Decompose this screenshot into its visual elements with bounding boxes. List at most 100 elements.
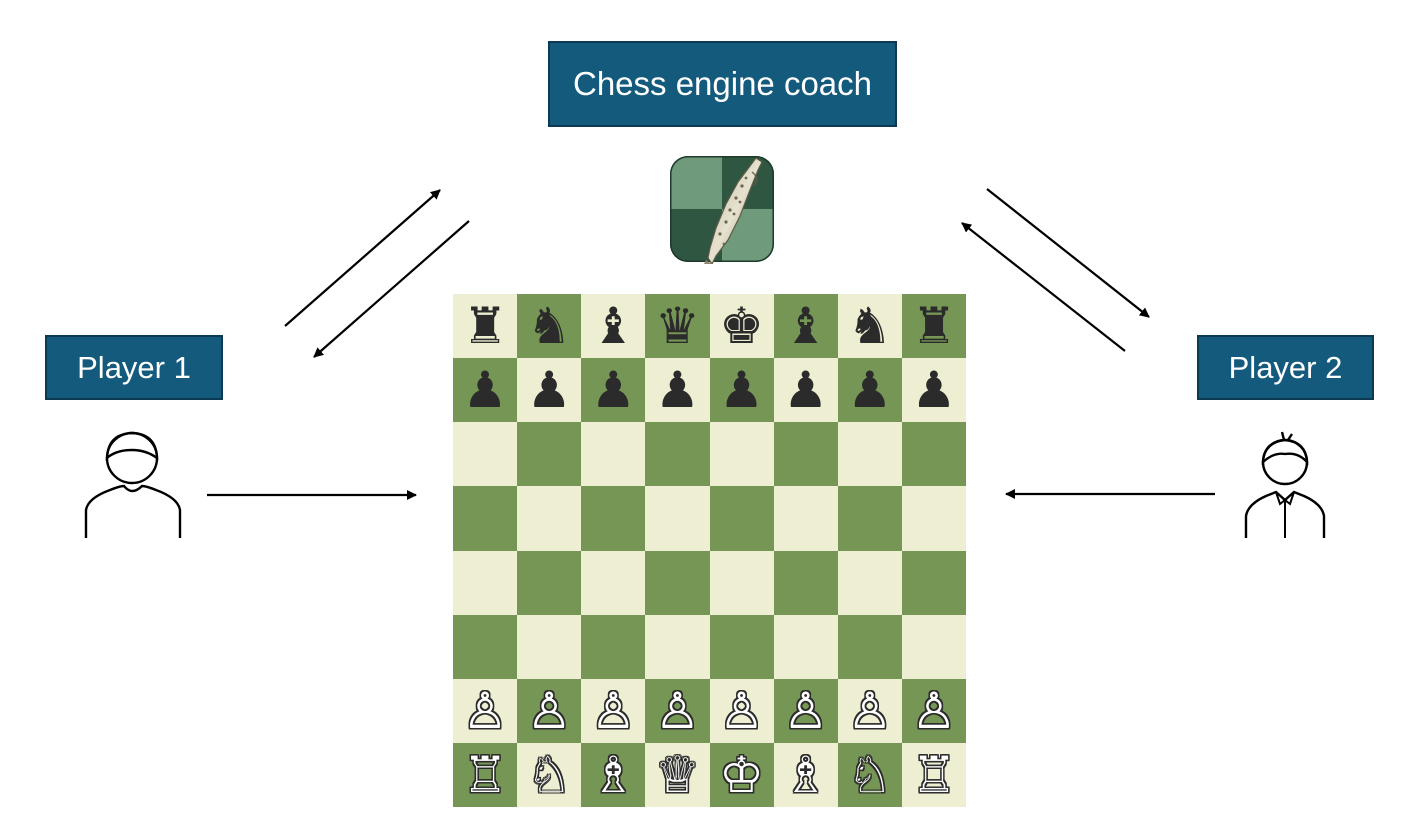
black-piece[interactable]: ♟: [847, 361, 893, 420]
black-piece[interactable]: ♞: [526, 297, 572, 356]
board-square-c1[interactable]: ♗: [581, 742, 646, 807]
board-square-f7[interactable]: ♟: [773, 358, 838, 423]
board-square-e1[interactable]: ♔: [709, 742, 774, 807]
board-square-f1[interactable]: ♗: [773, 742, 838, 807]
white-piece[interactable]: ♘: [526, 745, 572, 804]
board-square-e2[interactable]: ♙: [709, 678, 774, 743]
black-piece[interactable]: ♛: [655, 297, 700, 356]
board-square-f8[interactable]: ♝: [773, 294, 838, 359]
board-square-h1[interactable]: ♖: [901, 742, 966, 807]
board-square-h5[interactable]: [901, 486, 966, 551]
white-piece[interactable]: ♗: [590, 745, 636, 804]
board-square-d8[interactable]: ♛: [645, 294, 710, 359]
board-square-f2[interactable]: ♙: [773, 678, 838, 743]
white-piece[interactable]: ♗: [783, 745, 829, 804]
white-piece[interactable]: ♙: [462, 681, 508, 740]
board-square-h3[interactable]: [901, 614, 966, 679]
white-piece[interactable]: ♕: [655, 745, 700, 804]
black-piece[interactable]: ♝: [590, 297, 636, 356]
board-square-c5[interactable]: [581, 486, 646, 551]
person-icon: [84, 431, 182, 538]
board-square-a4[interactable]: [453, 550, 518, 615]
board-square-g3[interactable]: [837, 614, 902, 679]
white-piece[interactable]: ♘: [847, 745, 893, 804]
black-piece[interactable]: ♞: [847, 297, 893, 356]
board-square-e7[interactable]: ♟: [709, 358, 774, 423]
board-square-b2[interactable]: ♙: [517, 678, 582, 743]
white-piece[interactable]: ♖: [462, 745, 508, 804]
white-piece[interactable]: ♙: [719, 681, 764, 740]
white-piece[interactable]: ♙: [783, 681, 829, 740]
board-square-h7[interactable]: ♟: [901, 358, 966, 423]
board-square-b6[interactable]: [517, 422, 582, 487]
board-square-b8[interactable]: ♞: [517, 294, 582, 359]
chess-engine-coach-label: Chess engine coach: [548, 41, 897, 127]
board-square-c8[interactable]: ♝: [581, 294, 646, 359]
white-piece[interactable]: ♔: [719, 745, 764, 804]
board-square-c6[interactable]: [581, 422, 646, 487]
board-square-g1[interactable]: ♘: [837, 742, 902, 807]
chessboard[interactable]: ♜♞♝♛♚♝♞♜♟♟♟♟♟♟♟♟♙♙♙♙♙♙♙♙♖♘♗♕♔♗♘♖: [453, 294, 966, 807]
board-square-f4[interactable]: [773, 550, 838, 615]
board-square-f6[interactable]: [773, 422, 838, 487]
board-square-a5[interactable]: [453, 486, 518, 551]
board-square-b1[interactable]: ♘: [517, 742, 582, 807]
board-square-a1[interactable]: ♖: [453, 742, 518, 807]
white-piece[interactable]: ♙: [655, 681, 700, 740]
board-square-d4[interactable]: [645, 550, 710, 615]
board-square-f5[interactable]: [773, 486, 838, 551]
board-square-e4[interactable]: [709, 550, 774, 615]
board-square-g8[interactable]: ♞: [837, 294, 902, 359]
white-piece[interactable]: ♙: [526, 681, 572, 740]
board-square-d6[interactable]: [645, 422, 710, 487]
fish-on-green-chessboard-icon: [670, 156, 774, 264]
board-square-b7[interactable]: ♟: [517, 358, 582, 423]
black-piece[interactable]: ♚: [719, 297, 764, 356]
board-square-b5[interactable]: [517, 486, 582, 551]
board-square-e6[interactable]: [709, 422, 774, 487]
board-square-a7[interactable]: ♟: [453, 358, 518, 423]
black-piece[interactable]: ♜: [911, 297, 957, 356]
board-square-d7[interactable]: ♟: [645, 358, 710, 423]
board-square-g5[interactable]: [837, 486, 902, 551]
white-piece[interactable]: ♙: [590, 681, 636, 740]
black-piece[interactable]: ♟: [462, 361, 508, 420]
board-square-a2[interactable]: ♙: [453, 678, 518, 743]
board-square-h2[interactable]: ♙: [901, 678, 966, 743]
board-square-e8[interactable]: ♚: [709, 294, 774, 359]
board-square-g4[interactable]: [837, 550, 902, 615]
board-square-f3[interactable]: [773, 614, 838, 679]
white-piece[interactable]: ♙: [847, 681, 893, 740]
white-piece[interactable]: ♖: [911, 745, 957, 804]
board-square-g6[interactable]: [837, 422, 902, 487]
white-piece[interactable]: ♙: [911, 681, 957, 740]
board-square-d2[interactable]: ♙: [645, 678, 710, 743]
board-square-c3[interactable]: [581, 614, 646, 679]
board-square-a3[interactable]: [453, 614, 518, 679]
board-square-a6[interactable]: [453, 422, 518, 487]
board-square-g7[interactable]: ♟: [837, 358, 902, 423]
black-piece[interactable]: ♟: [911, 361, 957, 420]
board-square-g2[interactable]: ♙: [837, 678, 902, 743]
board-square-h8[interactable]: ♜: [901, 294, 966, 359]
black-piece[interactable]: ♝: [783, 297, 829, 356]
black-piece[interactable]: ♟: [590, 361, 636, 420]
black-piece[interactable]: ♜: [462, 297, 508, 356]
board-square-a8[interactable]: ♜: [453, 294, 518, 359]
black-piece[interactable]: ♟: [655, 361, 700, 420]
board-square-b4[interactable]: [517, 550, 582, 615]
board-square-c2[interactable]: ♙: [581, 678, 646, 743]
board-square-h6[interactable]: [901, 422, 966, 487]
board-square-h4[interactable]: [901, 550, 966, 615]
board-square-c7[interactable]: ♟: [581, 358, 646, 423]
black-piece[interactable]: ♟: [783, 361, 829, 420]
board-square-d1[interactable]: ♕: [645, 742, 710, 807]
black-piece[interactable]: ♟: [719, 361, 764, 420]
black-piece[interactable]: ♟: [526, 361, 572, 420]
board-square-e5[interactable]: [709, 486, 774, 551]
board-square-d3[interactable]: [645, 614, 710, 679]
board-square-b3[interactable]: [517, 614, 582, 679]
board-square-c4[interactable]: [581, 550, 646, 615]
board-square-e3[interactable]: [709, 614, 774, 679]
board-square-d5[interactable]: [645, 486, 710, 551]
